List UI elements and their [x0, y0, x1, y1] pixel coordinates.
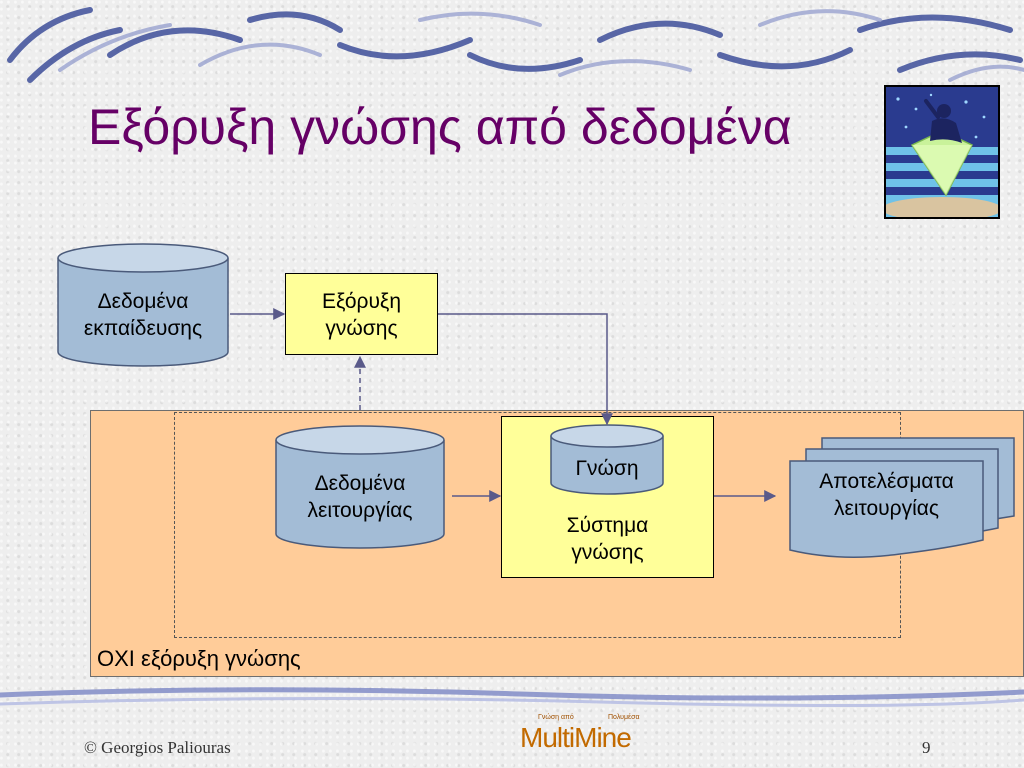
knowledge-system-label: Σύστημα γνώσης	[501, 512, 714, 566]
logo-tag-left: Γνώση από	[538, 714, 574, 721]
knowledge-system-line2: γνώσης	[571, 541, 644, 564]
knowledge-cylinder	[550, 424, 664, 495]
knowledge-label: Γνώση	[575, 457, 639, 480]
knowledge-system-line1: Σύστημα	[566, 514, 649, 537]
training-data-line2: εκπαίδευσης	[83, 317, 203, 340]
logo-text: MultiMine	[520, 722, 632, 753]
arrow-mining-to-knowledge	[438, 313, 613, 426]
results-label: Αποτελέσματα λειτουργίας	[790, 468, 983, 522]
mining-line1: Εξόρυξη	[321, 290, 402, 313]
training-data-line1: Δεδομένα	[97, 290, 189, 313]
operational-data-line2: λειτουργίας	[307, 499, 413, 522]
training-data-cylinder	[57, 243, 229, 367]
multimine-logo: Γνώση από Πολυμέσα MultiMine	[520, 714, 660, 754]
zone-label: ΟΧΙ εξόρυξη γνώσης	[97, 646, 301, 671]
results-document-stack	[789, 437, 1015, 558]
slide-title: Εξόρυξη γνώσης από δεδομένα	[88, 99, 792, 155]
mining-label: Εξόρυξη γνώσης	[285, 288, 438, 342]
training-data-label: Δεδομένα εκπαίδευσης	[58, 288, 228, 342]
page-number: 9	[922, 738, 931, 757]
mining-line2: γνώσης	[325, 317, 398, 340]
footer-author: © Georgios Paliouras	[84, 738, 231, 757]
results-line2: λειτουργίας	[833, 497, 940, 520]
logo-tag-right: Πολυμέσα	[608, 714, 640, 721]
decorative-bottom-band	[0, 687, 1024, 708]
operational-data-label: Δεδομένα λειτουργίας	[276, 470, 444, 524]
decorative-top-band	[7, 7, 1024, 83]
results-line1: Αποτελέσματα	[819, 470, 954, 493]
operational-data-cylinder	[275, 425, 445, 549]
diamond-clipart-icon	[884, 85, 1000, 219]
mining-box	[285, 273, 438, 355]
operational-data-line1: Δεδομένα	[314, 472, 406, 495]
